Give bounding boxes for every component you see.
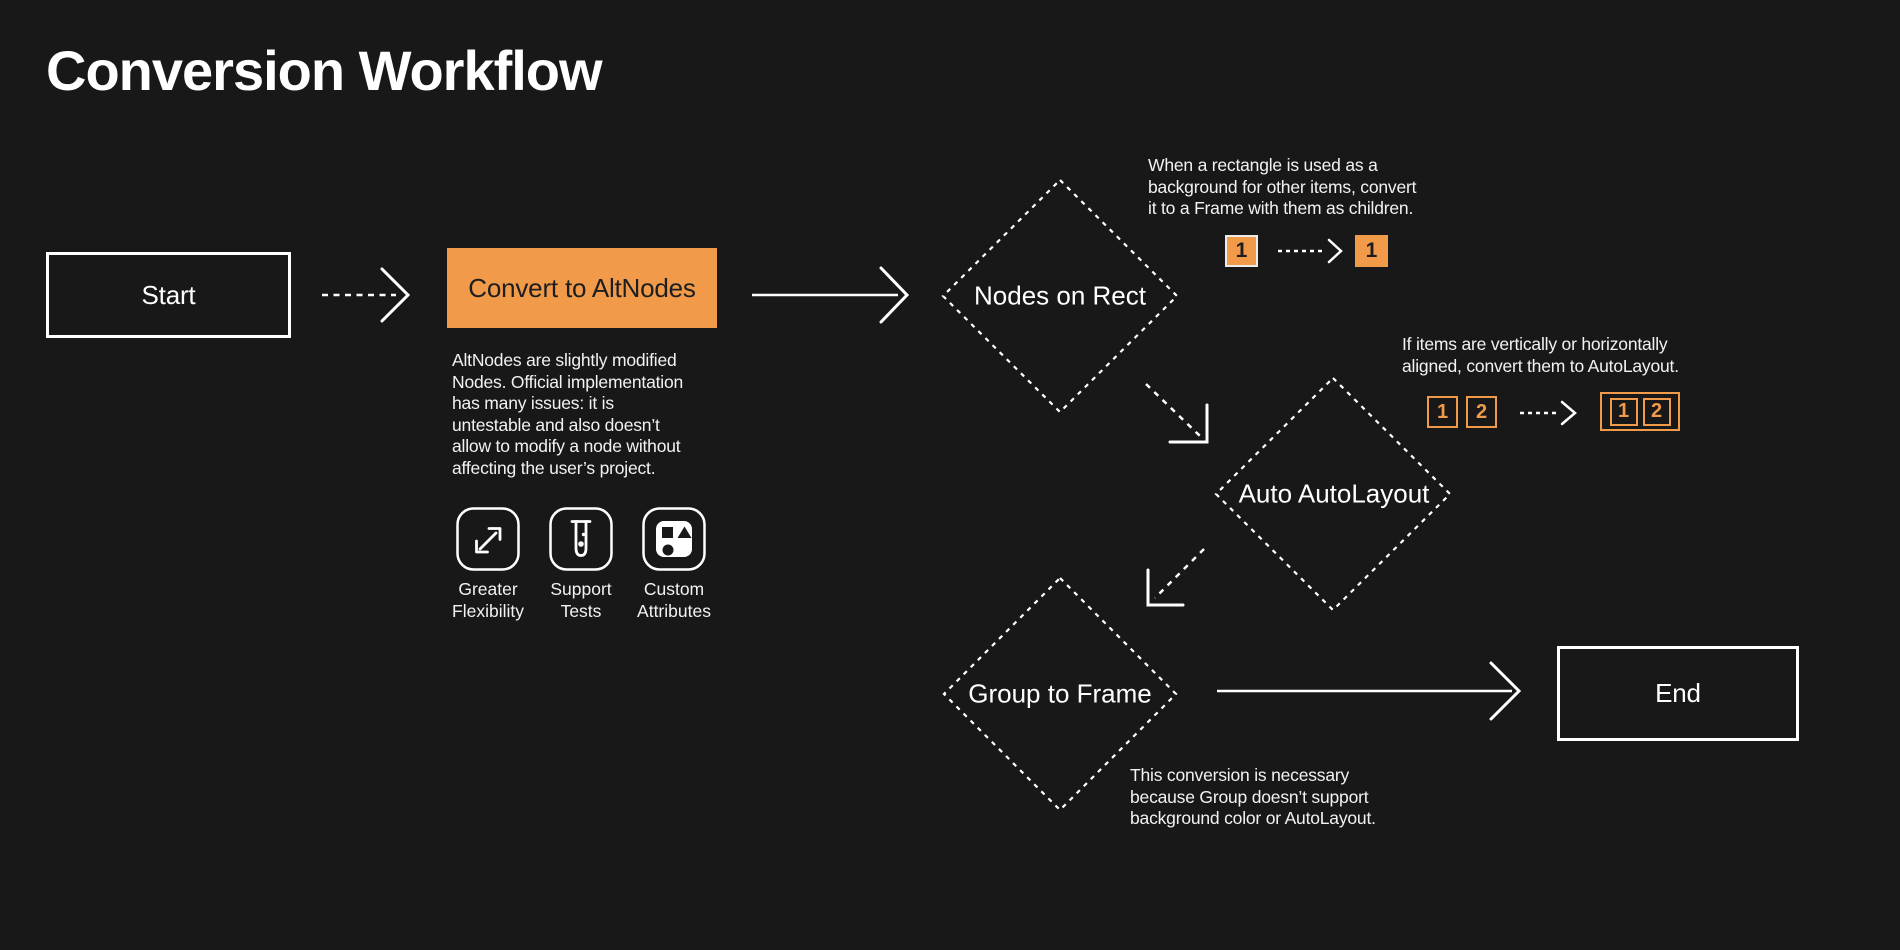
- start-node-box: [46, 252, 291, 338]
- mini-item-1-after: 1: [1609, 397, 1638, 426]
- mini-item-1-before: 1: [1427, 396, 1458, 428]
- feature-label-greater-flexibility: Greater Flexibility: [452, 579, 524, 621]
- group-to-frame-label: Group to Frame: [968, 678, 1152, 709]
- mini-rect-before: 1: [1225, 235, 1258, 267]
- auto-autolayout-annotation: If items are vertically or horizontally …: [1402, 334, 1679, 376]
- mini-item-2-before: 2: [1466, 396, 1497, 428]
- feature-label-support-tests: Support Tests: [550, 579, 612, 621]
- start-node-label: Start: [141, 279, 196, 310]
- nodes-on-rect-annotation: When a rectangle is used as a background…: [1148, 155, 1417, 218]
- mini-frame-after: 1: [1355, 235, 1388, 267]
- mini-arrow-items-to-autolayout: [1520, 400, 1577, 426]
- convert-node-box: [447, 248, 717, 328]
- arrow-convert-to-nodes-on-rect: [752, 266, 910, 324]
- feature-label-custom-attributes: Custom Attributes: [637, 579, 711, 621]
- group-to-frame-annotation: This conversion is necessary because Gro…: [1130, 765, 1376, 828]
- test-tube-icon: [549, 507, 613, 571]
- shapes-icon: [642, 507, 706, 571]
- convert-node-label: Convert to AltNodes: [468, 272, 696, 303]
- arrow-group-to-frame-to-end: [1217, 661, 1522, 721]
- page-title: Conversion Workflow: [46, 39, 603, 102]
- altnodes-description: AltNodes are slightly modified Nodes. Of…: [452, 350, 684, 478]
- mini-autolayout-group: 1 2: [1600, 392, 1680, 431]
- arrow-nodes-on-rect-to-auto-autolayout: [1145, 383, 1209, 444]
- auto-autolayout-label: Auto AutoLayout: [1238, 478, 1430, 509]
- arrow-auto-autolayout-to-group-to-frame: [1146, 548, 1205, 607]
- expand-icon: [456, 507, 520, 571]
- end-node-label: End: [1655, 678, 1701, 708]
- arrow-start-to-convert: [322, 267, 411, 323]
- mini-arrow-rect-to-frame: [1278, 238, 1343, 264]
- mini-item-2-after: 2: [1642, 397, 1671, 426]
- end-node-box: [1557, 646, 1799, 741]
- nodes-on-rect-label: Nodes on Rect: [974, 280, 1146, 311]
